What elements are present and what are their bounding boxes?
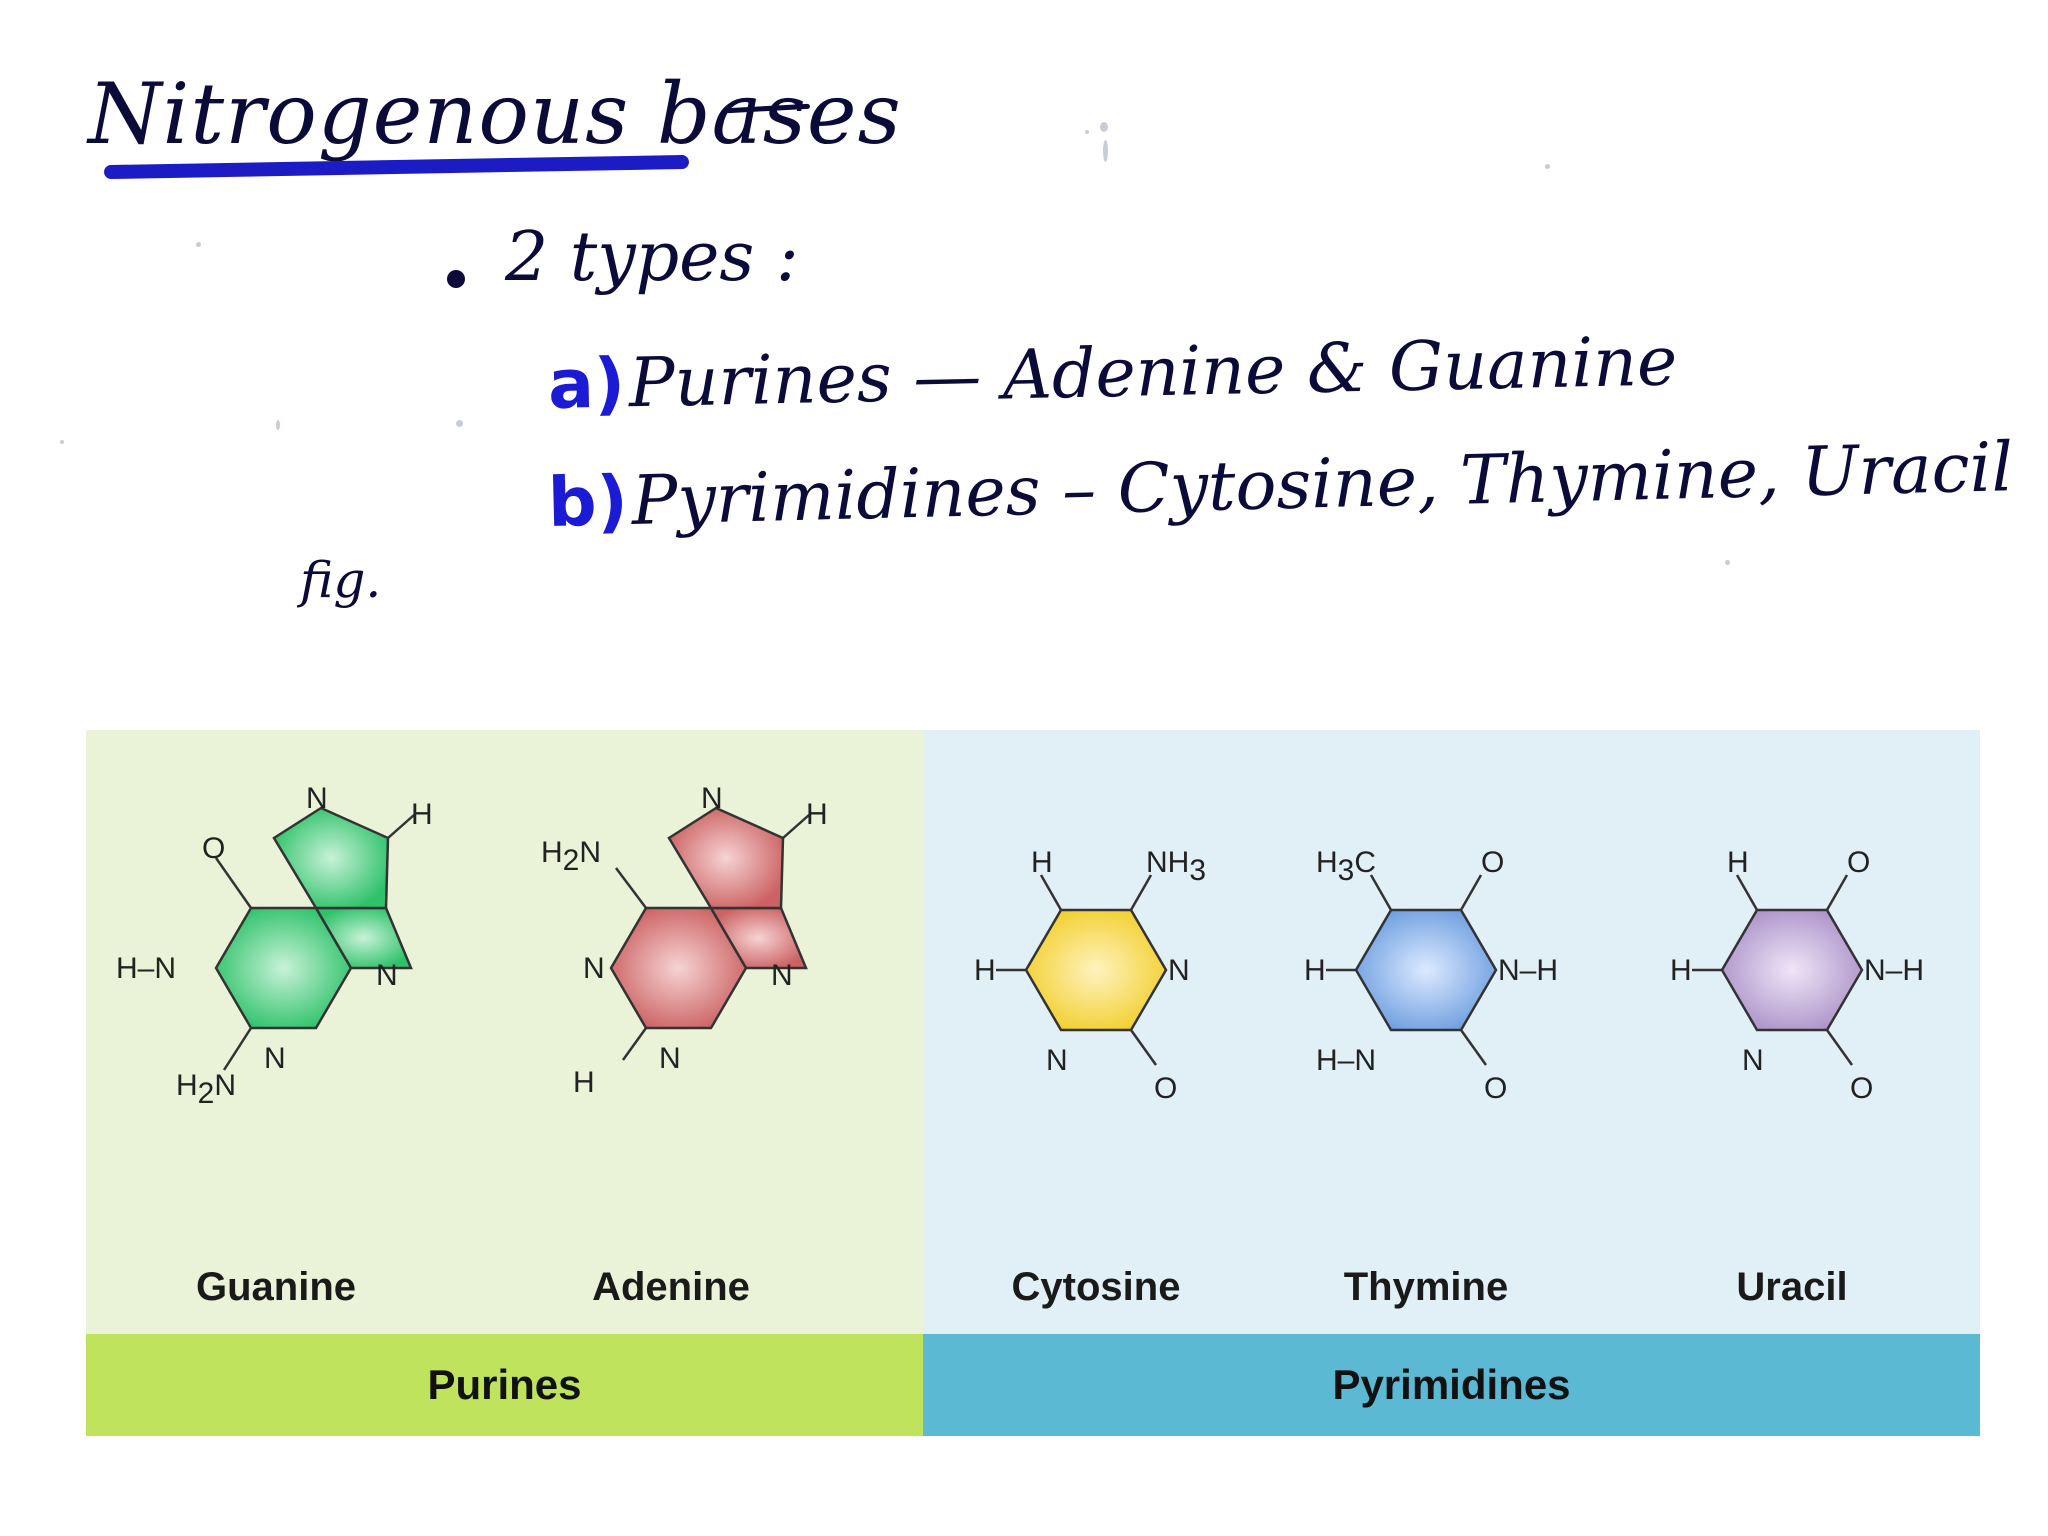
scan-speck [1100,122,1108,132]
bullet-icon [447,270,465,288]
page-title: Nitrogenous bases [88,65,902,163]
atom-o: O [202,832,225,865]
scan-speck [1725,560,1730,565]
purines-panel [86,730,923,1334]
types-line: 2 types : [505,218,799,297]
scan-speck [1545,164,1550,169]
purines-line: a)Purines — Adenine & Guanine [547,322,1678,425]
atom-n: N [1742,1044,1764,1077]
atom-o: O [1484,1072,1507,1105]
atom-h: H [573,1066,595,1099]
scan-speck [196,242,201,247]
atom-o: O [1154,1072,1177,1105]
atom-n: N [376,959,398,992]
atom-h: H [1304,954,1326,987]
pyrimidines-text: Pyrimidines – Cytosine, Thymine, Uracil [630,428,2014,541]
guanine-structure: O N H H–N N N H2N [116,782,433,1110]
atom-o: O [1847,846,1870,879]
scan-speck [276,420,280,430]
molecule-name: Uracil [1736,1265,1848,1309]
pyrimidines-line: b)Pyrimidines – Cytosine, Thymine, Uraci… [547,428,2014,543]
atom-hn: H–N [1316,1044,1376,1077]
purines-text: Purines — Adenine & Guanine [628,322,1678,424]
atom-h: H [974,954,996,987]
list-marker-a: a) [547,344,626,425]
atom-n: N [771,959,793,992]
atom-n: N [1046,1044,1068,1077]
molecule-name: Thymine [1343,1265,1509,1309]
atom-h: H [806,798,828,831]
atom-nh: N–H [1498,954,1558,987]
atom-n: N [306,782,328,815]
scan-speck [456,420,463,427]
purines-bar: Purines [86,1334,923,1436]
atom-hn: H–N [116,952,176,985]
molecule-cytosine: H NH3 H N N O Cytosine [946,780,1246,1309]
adenine-structure: H2N N H N N N H [541,782,828,1099]
pyrimidines-bar: Pyrimidines [923,1334,1980,1436]
atom-h: H [1670,954,1692,987]
cytosine-structure: H NH3 H N N O [974,846,1206,1105]
molecule-uracil: H O H N–H N O Uracil [1642,780,1942,1309]
molecule-name: Adenine [592,1265,750,1309]
list-marker-b: b) [547,462,629,543]
atom-n: N [701,782,723,815]
bases-figure: O N H H–N N N H2N Guanine H2N N H N N N [86,730,1980,1436]
atom-h2n: H2N [176,1069,236,1110]
atom-o: O [1481,846,1504,879]
atom-nh: N–H [1864,954,1924,987]
pyrimidines-group-label: Pyrimidines [1332,1361,1571,1408]
atom-nh3: NH3 [1146,846,1206,887]
scan-speck [60,440,64,444]
atom-n: N [264,1042,286,1075]
atom-h3c: H3C [1316,846,1376,887]
molecule-name: Guanine [195,1265,357,1309]
molecule-guanine: O N H H–N N N H2N Guanine [106,780,446,1309]
atom-n: N [583,952,605,985]
scan-speck [1103,140,1108,162]
atom-h: H [411,798,433,831]
uracil-structure: H O H N–H N O [1670,846,1924,1105]
purines-group-label: Purines [427,1361,582,1408]
atom-n: N [1168,954,1190,987]
atom-n: N [659,1042,681,1075]
atom-o: O [1850,1072,1873,1105]
atom-h: H [1727,846,1749,879]
fig-label: fig. [300,551,382,609]
scan-speck [1085,130,1089,134]
atom-h: H [1031,846,1053,879]
molecule-thymine: H3C O H N–H H–N O Thymine [1276,780,1576,1309]
thymine-structure: H3C O H N–H H–N O [1304,846,1558,1105]
molecule-adenine: H2N N H N N N H Adenine [501,780,841,1309]
pyrimidines-panel [923,730,1980,1334]
molecule-name: Cytosine [1011,1265,1181,1309]
atom-h2n: H2N [541,836,601,877]
